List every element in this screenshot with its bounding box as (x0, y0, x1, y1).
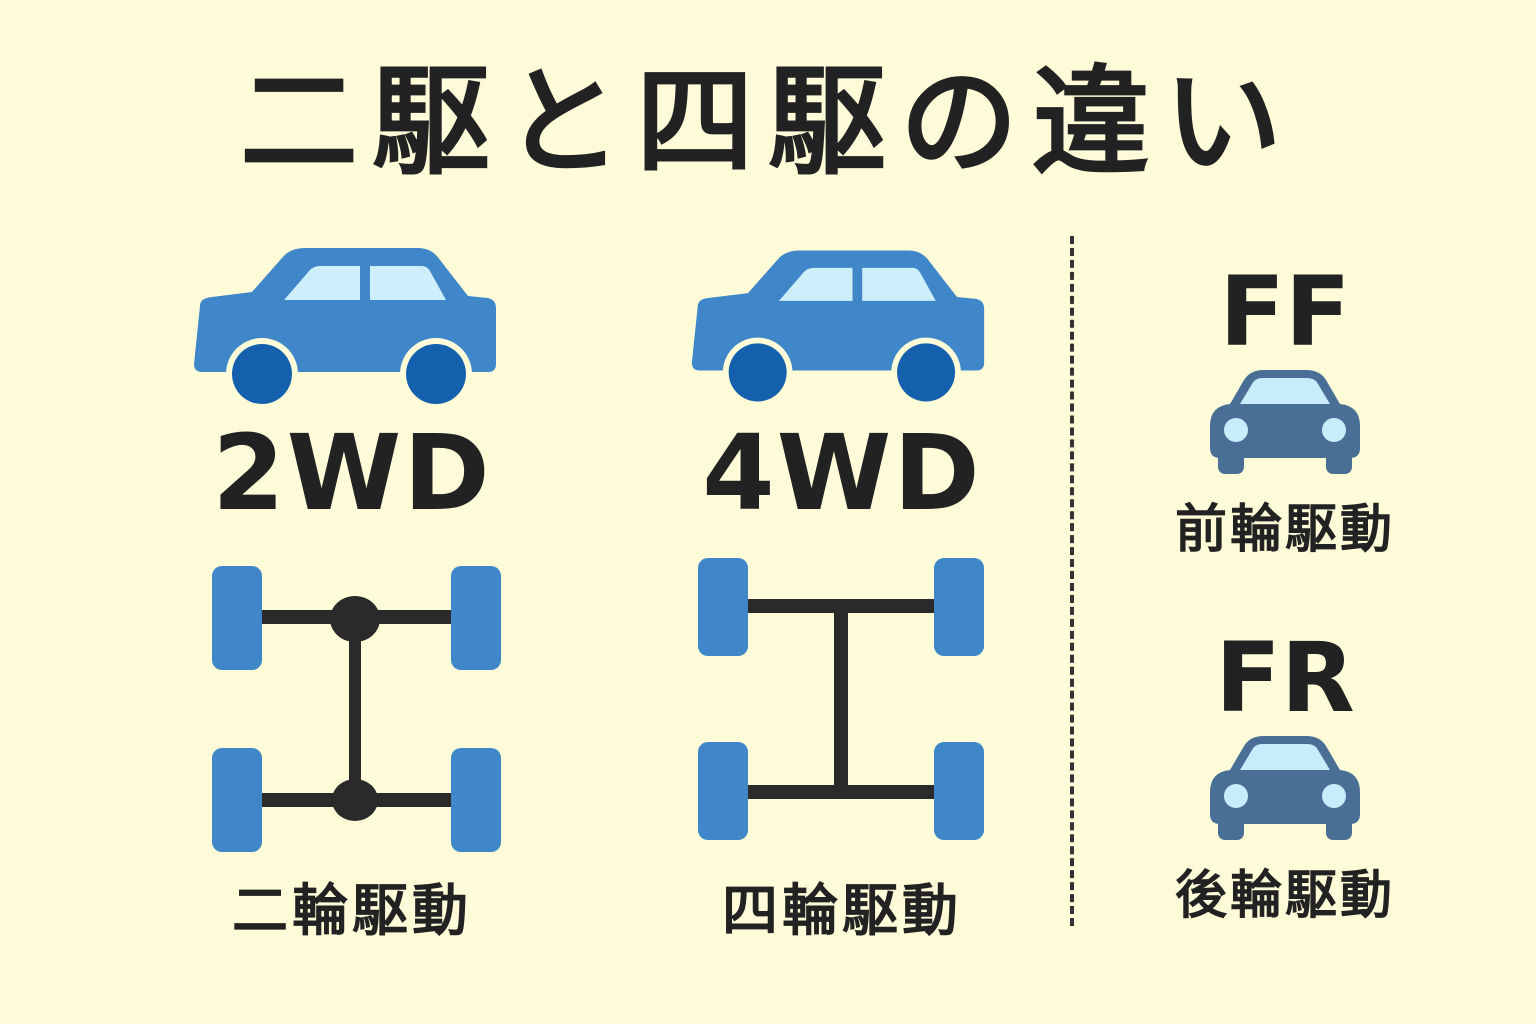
caption-four-wheel-drive: 四輪駆動 (722, 879, 962, 944)
car-side-icon-2wd (194, 248, 496, 410)
car-front-icon (1210, 736, 1360, 840)
drive-code-4wd: 4WD (702, 412, 982, 534)
two-wheel-drive-layout-icon (212, 566, 501, 852)
drive-code-ff: FF (1219, 256, 1351, 368)
dashed-divider (1070, 236, 1074, 926)
car-front-icon (1210, 370, 1360, 474)
caption-front-wheel-drive: 前輪駆動 (1174, 500, 1395, 560)
four-wheel-drive-layout-icon (698, 558, 984, 840)
drive-code-2wd: 2WD (212, 412, 492, 534)
caption-rear-wheel-drive: 後輪駆動 (1174, 866, 1395, 926)
page-title: 二駆と四駆の違い (239, 53, 1296, 191)
drive-code-fr: FR (1215, 622, 1355, 734)
car-side-icon-4wd (691, 250, 985, 408)
caption-two-wheel-drive: 二輪駆動 (232, 879, 472, 944)
